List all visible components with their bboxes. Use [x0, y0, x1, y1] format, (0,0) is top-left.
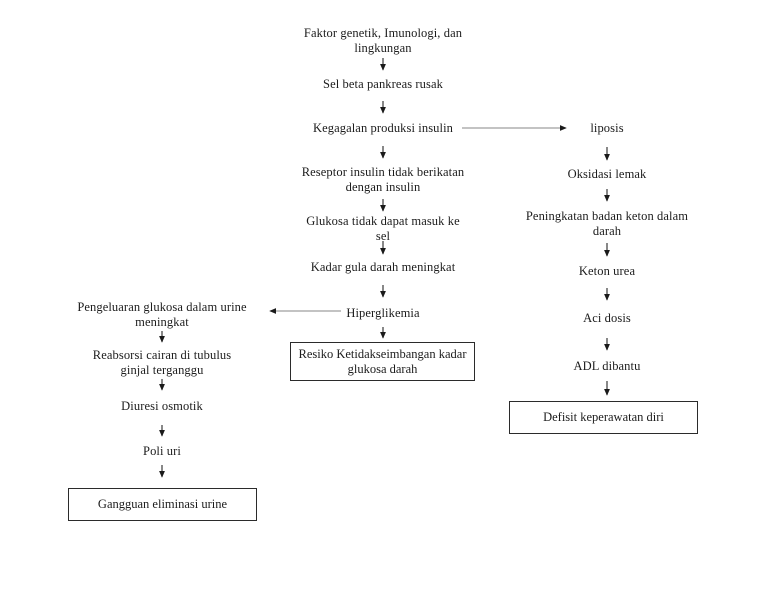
flow-box-defisit-keperawatan: Defisit keperawatan diri: [509, 401, 698, 434]
flow-node-sel-beta-pankreas: Sel beta pankreas rusak: [323, 77, 443, 91]
flow-node-pengeluaran-glukosa: Pengeluaran glukosa dalam urine meningka…: [77, 300, 247, 329]
flow-box-gangguan-eliminasi: Gangguan eliminasi urine: [68, 488, 257, 521]
flow-node-keton-urea: Keton urea: [578, 264, 636, 278]
flow-box-label: Defisit keperawatan diri: [543, 410, 664, 424]
flow-node-glukosa-tidak-masuk: Glukosa tidak dapat masuk ke sel: [306, 214, 460, 243]
flow-node-reseptor-insulin: Reseptor insulin tidak berikatan dengan …: [301, 165, 465, 194]
flow-box-label: Gangguan eliminasi urine: [97, 497, 228, 511]
flow-node-hiperglikemia: Hiperglikemia: [346, 306, 420, 320]
flow-node-diuresi-osmotik: Diuresi osmotik: [121, 399, 203, 413]
flow-node-poli-uri: Poli uri: [143, 444, 181, 458]
flow-box-label: Resiko Ketidakseimbangan kadar glukosa d…: [298, 346, 467, 376]
flow-node-aci-dosis: Aci dosis: [583, 311, 631, 325]
flow-node-reabsorsi-cairan: Reabsorsi cairan di tubulus ginjal terga…: [92, 348, 232, 377]
flow-node-adl-dibantu: ADL dibantu: [573, 359, 641, 373]
flow-box-resiko-ketidakseimbangan: Resiko Ketidakseimbangan kadar glukosa d…: [290, 342, 475, 381]
flow-node-faktor-genetik: Faktor genetik, Imunologi, dan lingkunga…: [303, 26, 463, 55]
flow-node-badan-keton: Peningkatan badan keton dalam darah: [525, 209, 689, 238]
flow-node-kadar-gula-darah: Kadar gula darah meningkat: [310, 260, 456, 274]
flow-node-oksidasi-lemak: Oksidasi lemak: [567, 167, 647, 181]
flow-node-kegagalan-insulin: Kegagalan produksi insulin: [312, 121, 454, 135]
flow-node-liposis: liposis: [590, 121, 624, 135]
